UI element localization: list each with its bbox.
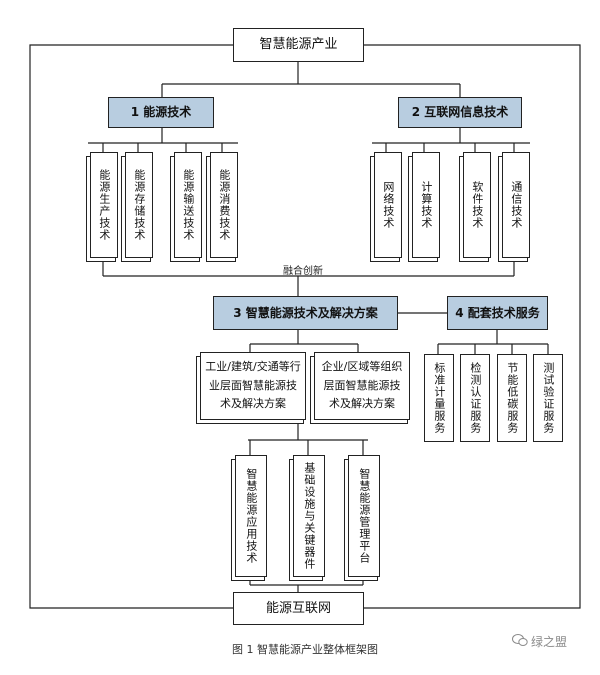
node-smart-energy-industry: 智慧能源产业 xyxy=(233,28,364,62)
section-support-services: 4 配套技术服务 xyxy=(447,296,548,330)
box-computing-tech: 计算技术 xyxy=(412,152,440,258)
box-energy-storage: 能源存储技术 xyxy=(125,152,153,258)
section-energy-tech: 1 能源技术 xyxy=(108,97,214,128)
box-smart-energy-platform: 智慧能源管理平台 xyxy=(348,455,380,577)
box-energy-production: 能源生产技术 xyxy=(90,152,118,258)
node-energy-internet: 能源互联网 xyxy=(233,592,364,625)
box-organization-solutions: 企业/区域等组织层面智慧能源技术及解决方案 xyxy=(314,352,410,420)
fusion-innovation-label: 融合创新 xyxy=(283,266,323,277)
watermark: 绿之盟 xyxy=(512,633,567,650)
box-energy-saving: 节能低碳服务 xyxy=(497,354,527,442)
box-network-tech: 网络技术 xyxy=(374,152,402,258)
outer-frame-line xyxy=(29,44,233,609)
box-energy-transmission: 能源输送技术 xyxy=(174,152,202,258)
wechat-icon xyxy=(512,633,528,650)
box-standard-metering: 标准计量服务 xyxy=(424,354,454,442)
box-testing-certification: 检测认证服务 xyxy=(460,354,490,442)
box-energy-consumption: 能源消费技术 xyxy=(210,152,238,258)
box-test-verification: 测试验证服务 xyxy=(533,354,563,442)
box-communication-tech: 通信技术 xyxy=(502,152,530,258)
watermark-text: 绿之盟 xyxy=(531,635,568,649)
figure-caption: 图 1 智慧能源产业整体框架图 xyxy=(232,643,378,656)
box-software-tech: 软件技术 xyxy=(463,152,491,258)
outer-frame-line xyxy=(364,44,581,609)
section-internet-it: 2 互联网信息技术 xyxy=(398,97,522,128)
section-smart-solutions: 3 智慧能源技术及解决方案 xyxy=(213,296,398,330)
box-industry-solutions: 工业/建筑/交通等行业层面智慧能源技术及解决方案 xyxy=(200,352,306,420)
box-smart-energy-apps: 智慧能源应用技术 xyxy=(235,455,267,577)
box-infrastructure-devices: 基础设施与关键器件 xyxy=(293,455,325,577)
